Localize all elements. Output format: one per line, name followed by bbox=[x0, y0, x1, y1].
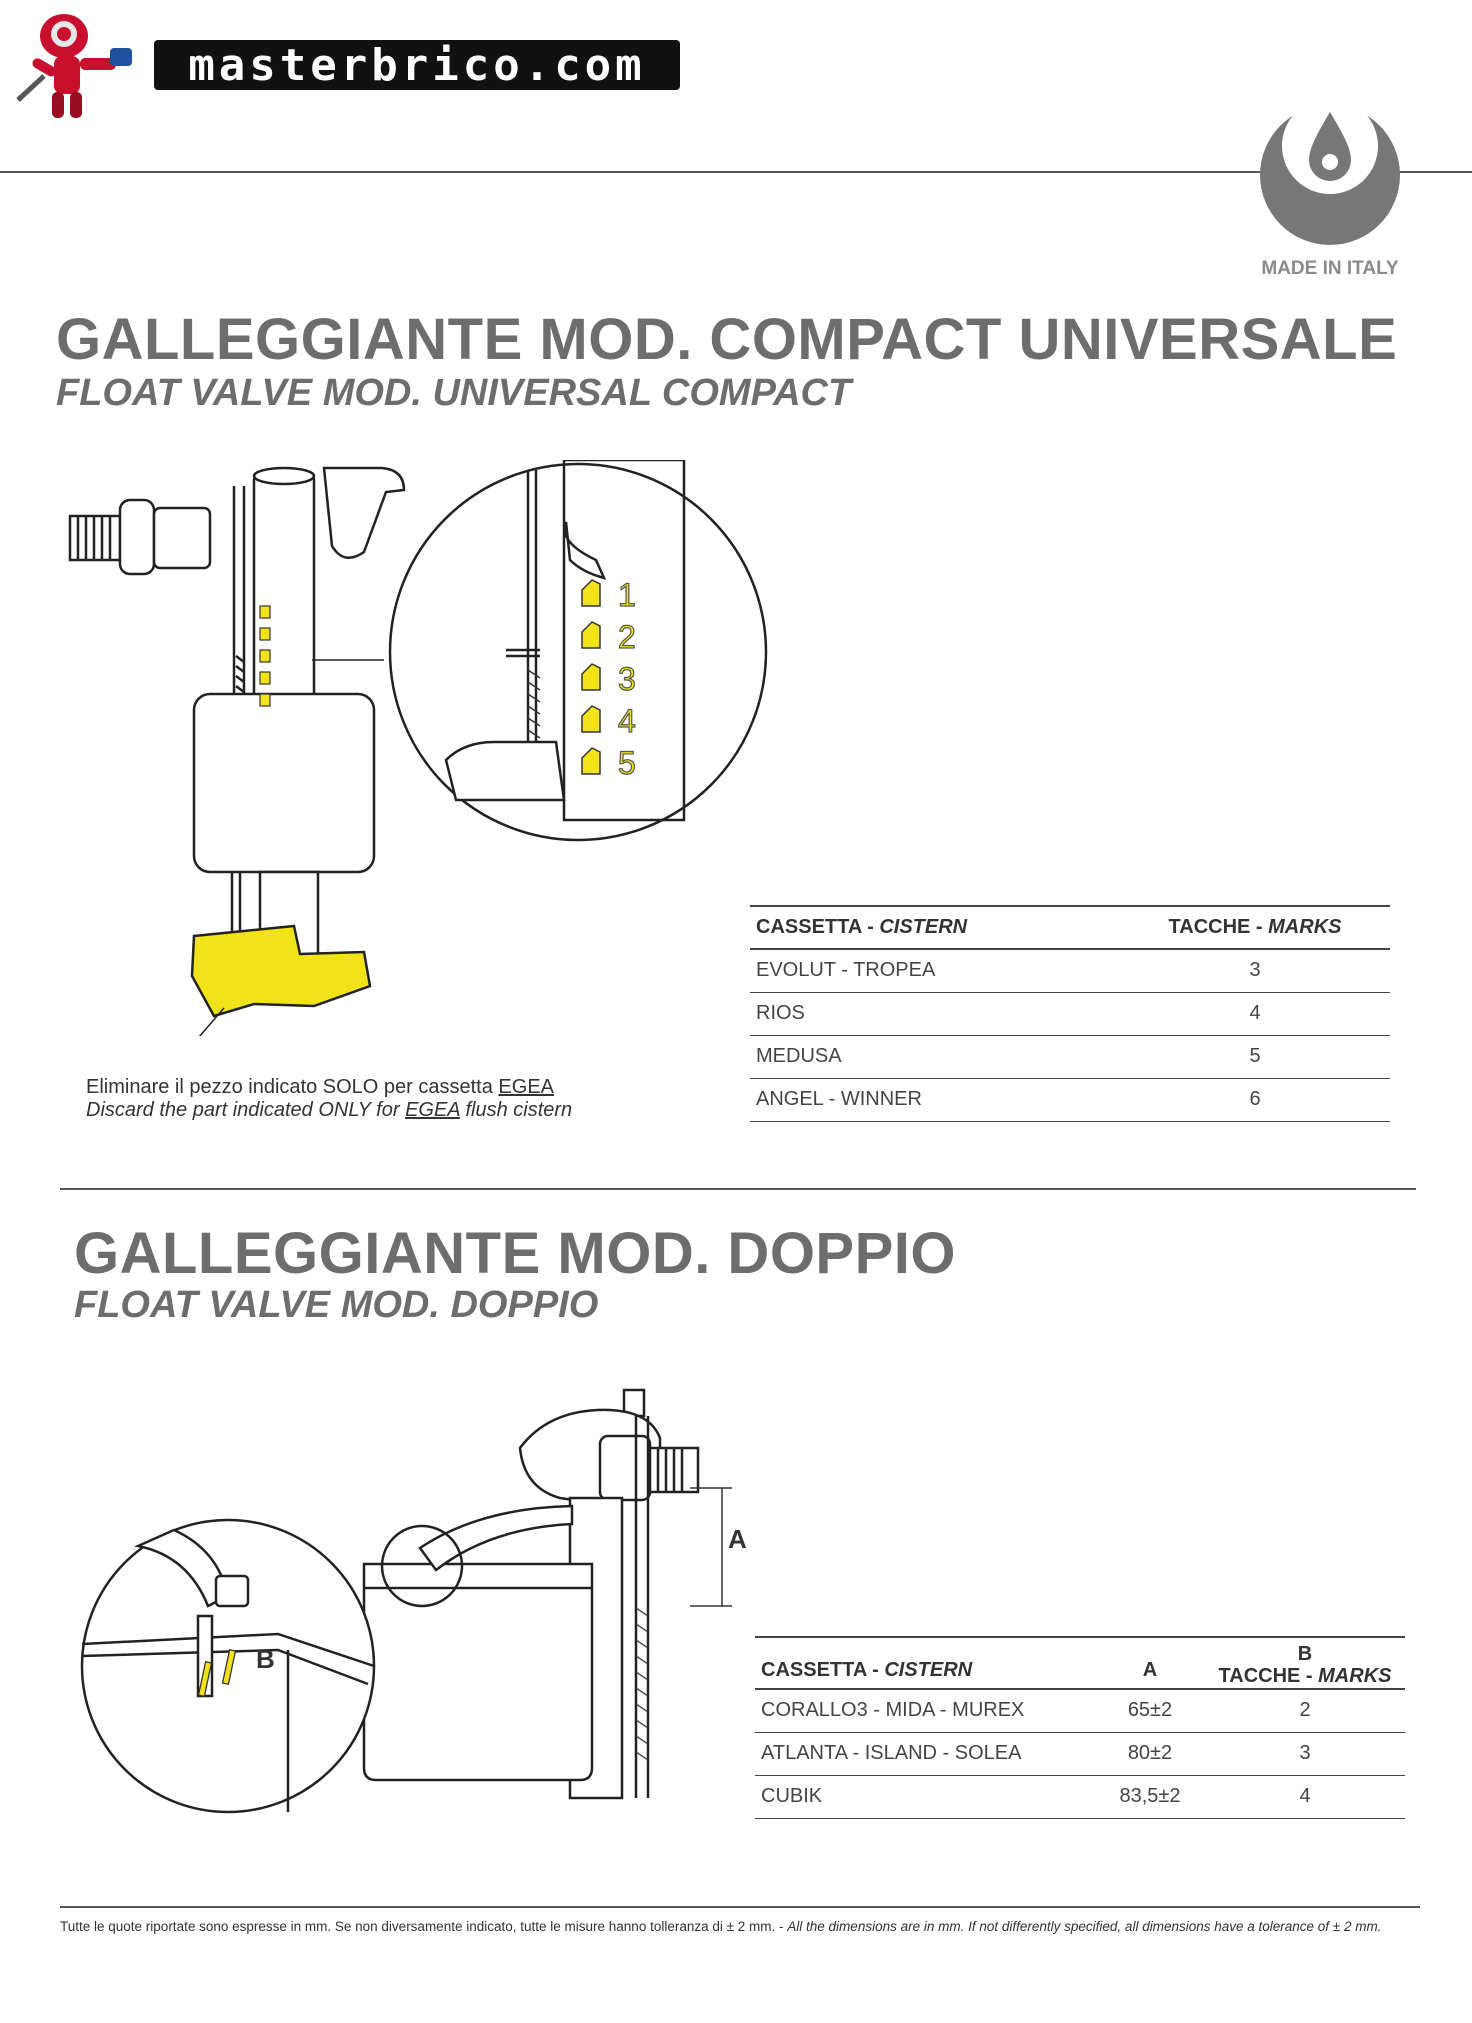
a-cell: 65±2 bbox=[1127, 1699, 1173, 1722]
table-row: ANGEL - WINNER 6 bbox=[750, 1078, 1390, 1121]
mark-number-3: 3 bbox=[618, 661, 636, 697]
removal-caption-it: Eliminare il pezzo indicato SOLO per cas… bbox=[86, 1075, 554, 1099]
table-header-row: CASSETTA - CISTERN TACCHE - MARKS bbox=[750, 906, 1390, 949]
marks-cell: 2 bbox=[1299, 1699, 1311, 1722]
table-row: MEDUSA 5 bbox=[750, 1035, 1390, 1078]
marks-cell: 4 bbox=[1299, 1785, 1311, 1807]
mark-number-1: 1 bbox=[618, 577, 636, 613]
mark-number-4: 4 bbox=[618, 703, 636, 739]
header-cistern: CASSETTA - CISTERN bbox=[756, 916, 968, 938]
removal-caption-en: Discard the part indicated ONLY for EGEA… bbox=[86, 1098, 572, 1122]
marks-detail-zoom: 1 2 3 4 5 bbox=[388, 460, 768, 842]
section1-title-it: GALLEGGIANTE MOD. COMPACT UNIVERSALE bbox=[56, 307, 1398, 372]
removal-caption-it-egea: EGEA bbox=[498, 1076, 554, 1098]
mark-number-5: 5 bbox=[618, 745, 636, 781]
marks-cell: 5 bbox=[1249, 1045, 1261, 1067]
footnote: Tutte le quote riportate sono espresse i… bbox=[60, 1918, 1420, 1936]
header-cistern: CASSETTA - CISTERN bbox=[761, 1659, 973, 1681]
header-a: A bbox=[1142, 1659, 1158, 1681]
marks-cell: 3 bbox=[1299, 1742, 1311, 1764]
marks-cell: 4 bbox=[1249, 1002, 1261, 1024]
footnote-it: Tutte le quote riportate sono espresse i… bbox=[60, 1919, 788, 1934]
brand-logo: MASTERBRICO.COM bbox=[154, 39, 680, 91]
removal-caption-en-text: Discard the part indicated ONLY for bbox=[86, 1099, 406, 1121]
compact-float-valve-diagram bbox=[68, 466, 406, 1036]
table-row: CUBIK 83,5±2 4 bbox=[755, 1775, 1405, 1818]
section2-title-it: GALLEGGIANTE MOD. DOPPIO bbox=[74, 1221, 957, 1286]
brand-logo-text: MASTERBRICO.COM bbox=[188, 39, 646, 91]
removal-caption-en-tail: flush cistern bbox=[459, 1099, 573, 1121]
compact-marks-table: CASSETTA - CISTERN TACCHE - MARKS EVOLUT… bbox=[750, 905, 1390, 1122]
dimension-a-label: A bbox=[728, 1524, 747, 1554]
marks-cell: 3 bbox=[1249, 959, 1261, 982]
section-divider bbox=[60, 1188, 1416, 1190]
section2-title-en: FLOAT VALVE MOD. DOPPIO bbox=[74, 1284, 599, 1326]
made-in-italy-label: MADE IN ITALY bbox=[1261, 258, 1399, 279]
header-divider bbox=[0, 171, 1472, 173]
doppio-float-valve-diagram: A bbox=[362, 1388, 747, 1800]
doppio-marks-table: CASSETTA - CISTERN A B TACCHE - MARKS CO… bbox=[755, 1636, 1405, 1819]
section1-title-en: FLOAT VALVE MOD. UNIVERSAL COMPACT bbox=[56, 372, 852, 414]
a-cell: 80±2 bbox=[1127, 1742, 1173, 1764]
cistern-cell: CUBIK bbox=[761, 1785, 823, 1807]
b-label: B bbox=[256, 1644, 275, 1674]
table-row: ATLANTA - ISLAND - SOLEA 80±2 3 bbox=[755, 1732, 1405, 1775]
cistern-cell: ANGEL - WINNER bbox=[756, 1088, 922, 1110]
removal-caption-en-egea: EGEA bbox=[405, 1099, 460, 1121]
footnote-en: All the dimensions are in mm. If not dif… bbox=[787, 1919, 1382, 1934]
removal-caption-it-text: Eliminare il pezzo indicato SOLO per cas… bbox=[86, 1076, 499, 1098]
header-marks: TACCHE - MARKS bbox=[1168, 916, 1342, 938]
table-row: EVOLUT - TROPEA 3 bbox=[750, 949, 1390, 992]
robot-mascot-icon bbox=[16, 14, 132, 118]
footer-divider bbox=[60, 1906, 1420, 1908]
header-b: B bbox=[1297, 1643, 1313, 1665]
header-b-marks: B TACCHE - MARKS bbox=[1205, 1637, 1405, 1689]
cistern-cell: CORALLO3 - MIDA - MUREX bbox=[761, 1699, 1025, 1722]
cistern-cell: EVOLUT - TROPEA bbox=[756, 959, 936, 982]
cistern-cell: RIOS bbox=[756, 1002, 805, 1024]
water-drop-logo-icon bbox=[1260, 100, 1400, 245]
table-row: CORALLO3 - MIDA - MUREX 65±2 2 bbox=[755, 1689, 1405, 1732]
a-cell: 83,5±2 bbox=[1119, 1785, 1181, 1807]
mark-number-2: 2 bbox=[618, 619, 636, 655]
marks-cell: 6 bbox=[1249, 1088, 1261, 1110]
table-row: RIOS 4 bbox=[750, 992, 1390, 1035]
table-header-row: CASSETTA - CISTERN A B TACCHE - MARKS bbox=[755, 1637, 1405, 1689]
header-marks: TACCHE - MARKS bbox=[1218, 1665, 1392, 1687]
cistern-cell: MEDUSA bbox=[756, 1045, 842, 1067]
cistern-cell: ATLANTA - ISLAND - SOLEA bbox=[761, 1742, 1022, 1764]
b-detail-zoom: B bbox=[80, 1518, 376, 1814]
